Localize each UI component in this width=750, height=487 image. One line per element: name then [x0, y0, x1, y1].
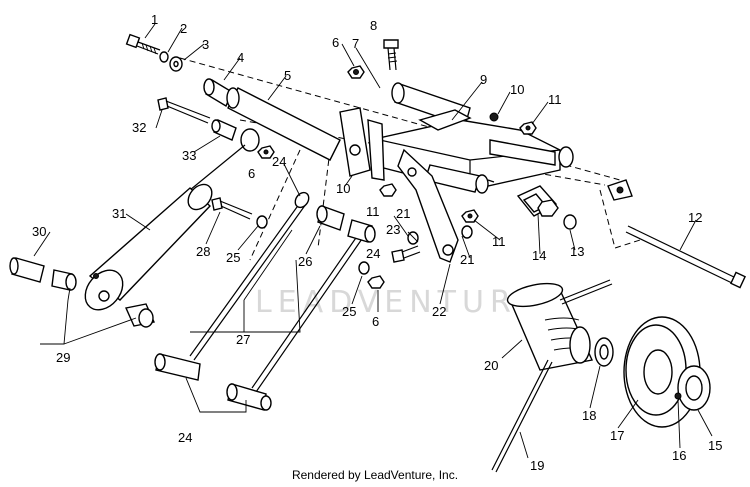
callout-label: 18 [582, 408, 596, 423]
pin-part-30 [9, 257, 45, 283]
washer-part-2 [159, 51, 169, 63]
callout-label: 19 [530, 458, 544, 473]
arm-plate-part-22 [397, 148, 459, 263]
long-bolt-part-12 [625, 225, 746, 289]
bolt-part-23 [391, 245, 421, 263]
nut-part-11-upper [519, 121, 537, 135]
callout-label: 9 [480, 72, 487, 87]
callout-label: 10 [510, 82, 524, 97]
callout-label: 10 [336, 181, 350, 196]
callout-label: 24 [366, 246, 380, 261]
callout-label: 16 [672, 448, 686, 463]
callout-label: 8 [370, 18, 377, 33]
callout-label: 21 [460, 252, 474, 267]
callout-label: 27 [236, 332, 250, 347]
nut-part-11-mid [461, 209, 479, 223]
frame-tube [424, 164, 495, 194]
callout-label: 30 [32, 224, 46, 239]
bushing-part-33 [211, 119, 237, 141]
callout-label: 5 [284, 68, 291, 83]
pin-part-10-upper [489, 112, 499, 122]
tube-part-5 [226, 87, 341, 161]
callout-label: 33 [182, 148, 196, 163]
bolt-part-8 [383, 39, 399, 71]
hub-part-15 [677, 365, 711, 411]
callout-label: 6 [248, 166, 255, 181]
callout-label: 11 [366, 204, 380, 219]
pin-part-16 [674, 392, 682, 400]
callout-label: 23 [386, 222, 400, 237]
callout-label: 29 [56, 350, 70, 365]
callout-label: 2 [180, 21, 187, 36]
callout-label: 7 [352, 36, 359, 51]
bracket-plate [339, 107, 385, 181]
bracket-part-14 [516, 185, 559, 217]
bolt-part-32 [157, 97, 211, 124]
callout-label: 17 [610, 428, 624, 443]
callout-label: 1 [151, 12, 158, 27]
bolt-part-28 [211, 197, 253, 220]
bushing-part-26 [316, 205, 345, 231]
cylinder-part-31 [84, 144, 246, 311]
rod-part-27-left [189, 191, 310, 361]
callout-label: 11 [492, 234, 506, 249]
callout-label: 6 [372, 314, 379, 329]
callout-label: 6 [332, 35, 339, 50]
bushing-part-33b [240, 128, 260, 152]
callout-labels: 1 2 3 4 5 6 7 8 9 10 10 11 11 11 12 13 1… [32, 12, 722, 473]
callout-label: 14 [532, 248, 546, 263]
rod-end-bracket [607, 179, 633, 201]
watermark-text: LEADVENTURE [255, 285, 542, 320]
bolt-part-1 [125, 33, 161, 55]
callout-label: 24 [272, 154, 286, 169]
spring-part-20 [506, 279, 613, 371]
callout-label: 25 [342, 304, 356, 319]
bushing-part-24-a [154, 353, 201, 381]
bushing-part-24-b [226, 383, 272, 411]
callout-label: 20 [484, 358, 498, 373]
callout-label: 4 [237, 50, 244, 65]
nut-part-6-upper [347, 65, 365, 79]
callout-label: 32 [132, 120, 146, 135]
spring-arm-part-19 [491, 359, 553, 473]
callout-label: 15 [708, 438, 722, 453]
callout-label: 25 [226, 250, 240, 265]
bushing-part-29b [125, 303, 155, 328]
callout-label: 12 [688, 210, 702, 225]
washer-part-18 [594, 337, 614, 367]
main-frame-part-9 [369, 109, 574, 191]
bushing-part-29a [51, 269, 77, 291]
callout-label: 22 [432, 304, 446, 319]
tube-part-4 [203, 78, 233, 108]
callout-label: 11 [548, 92, 562, 107]
callout-label: 26 [298, 254, 312, 269]
rendered-by-credit: Rendered by LeadVenture, Inc. [291, 468, 459, 482]
callout-label: 13 [570, 244, 584, 259]
nut-part-6-left [257, 145, 275, 159]
leader-lines [33, 23, 713, 459]
bushing-part-24-c [347, 219, 376, 243]
callout-label: 31 [112, 206, 126, 221]
washer-part-21-right [461, 225, 473, 239]
callout-label: 24 [178, 430, 192, 445]
nut-part-6-lower [367, 275, 385, 289]
callout-label: 3 [202, 37, 209, 52]
rod-part-27-right [251, 231, 365, 393]
washer-part-25-lower [358, 261, 370, 275]
callout-label: 28 [196, 244, 210, 259]
washer-part-13 [563, 214, 577, 230]
callout-label: 21 [396, 206, 410, 221]
nut-part-11-left [379, 183, 397, 197]
washer-part-25-upper [256, 215, 268, 229]
